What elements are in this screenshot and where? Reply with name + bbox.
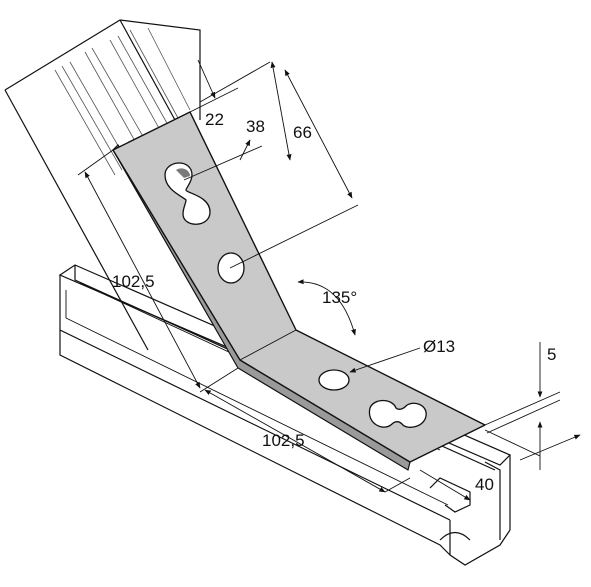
upright-rail [4,19,201,351]
width-40-label: 40 [475,475,494,494]
dim-38-label: 38 [246,117,265,136]
thickness-label: 5 [547,345,556,364]
dimension-lines [77,59,581,501]
bracket-plate [112,111,486,471]
hole-diameter-label: Ø13 [423,337,455,356]
dim-66-label: 66 [293,123,312,142]
dim-102-left-label: 102,5 [112,272,155,291]
angle-135-label: 135° [322,288,357,307]
dim-102-bottom-label: 102,5 [262,431,305,450]
round-hole-lower [318,369,350,391]
dim-22-label: 22 [205,110,224,129]
